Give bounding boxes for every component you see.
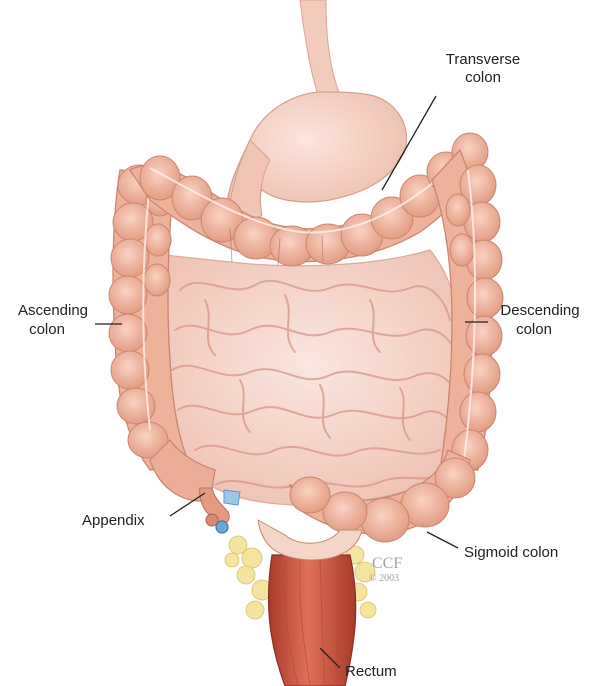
label-descending-line2: colon — [516, 321, 552, 338]
sigmoid-leader — [427, 532, 458, 548]
label-transverse-line2: colon — [465, 69, 501, 86]
appendix — [200, 488, 240, 533]
label-transverse-line1: Transverse — [446, 51, 520, 68]
stomach — [226, 0, 407, 224]
label-ascending-line2: colon — [29, 321, 65, 338]
label-sigmoid: Sigmoid colon — [464, 544, 558, 561]
rectum — [258, 520, 362, 686]
label-rectum: Rectum — [345, 663, 397, 680]
credit-mark: CCF — [372, 555, 402, 572]
credit-year: © 2003 — [369, 573, 399, 584]
label-ascending-line1: Ascending — [18, 302, 88, 319]
label-appendix: Appendix — [82, 512, 145, 529]
label-descending-line1: Descending — [500, 302, 579, 319]
